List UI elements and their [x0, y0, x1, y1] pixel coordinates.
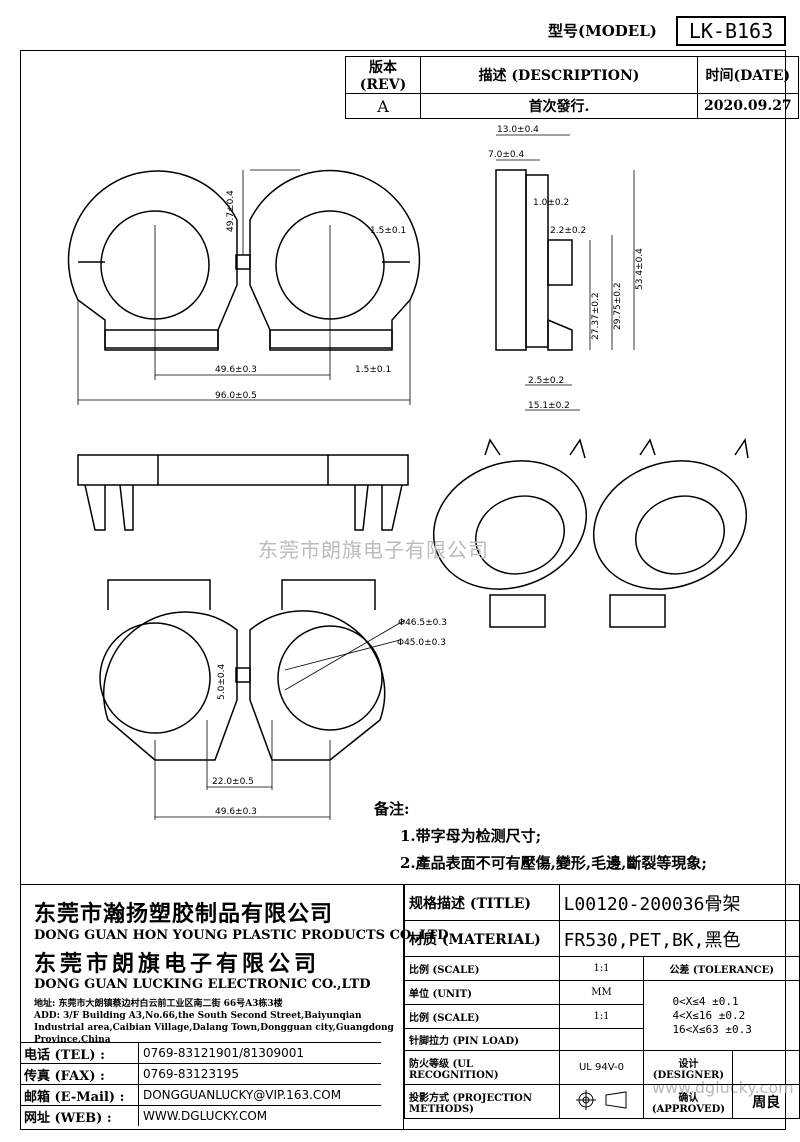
ul-value: UL 94V-0 [558, 1050, 645, 1085]
dim-22: 22.0±0.5 [212, 777, 254, 787]
side-view [495, 169, 573, 351]
revision-table: 版本(REV) 描述 (DESCRIPTION) 时间(DATE) A 首次發行… [345, 56, 799, 119]
dim-1-5-a: 1.5±0.1 [370, 226, 406, 236]
dim-96: 96.0±0.5 [215, 391, 257, 401]
material-label: 材质 (MATERIAL) [404, 920, 560, 957]
ul-label: 防火等级 (UL RECOGNITION) [404, 1050, 560, 1085]
approved-label: 确认 (APPROVED) [643, 1084, 734, 1119]
date-value: 2020.09.27 [697, 93, 799, 119]
notes-title: 备注: [374, 800, 410, 818]
email-value: DONGGUANLUCKY@VIP.163.COM [138, 1084, 381, 1106]
tel-value: 0769-83121901/81309001 [138, 1042, 381, 1064]
dim-7: 7.0±0.4 [488, 150, 524, 160]
dim-13: 13.0±0.4 [497, 125, 539, 135]
tolerance-row-2: 4<X≤16 ±0.2 [672, 1008, 746, 1022]
projection-label: 投影方式 (PROJECTION METHODS) [404, 1084, 560, 1119]
title-label: 规格描述 (TITLE) [404, 884, 560, 921]
model-label: 型号(MODEL) [548, 22, 657, 40]
note-1: 1.带字母为检测尺寸; [400, 827, 542, 845]
dim-phi-46-5: Φ46.5±0.3 [398, 618, 447, 628]
approved-value: 周良 [732, 1084, 800, 1119]
contact-table: 电话 (TEL) :0769-83121901/81309001 传真 (FAX… [20, 1042, 381, 1126]
iso-view [432, 438, 749, 628]
unit-label: 单位 (UNIT) [404, 980, 560, 1005]
tolerance-label: 公差 (TOLERANCE) [643, 956, 800, 981]
dim-2-2: 2.2±0.2 [550, 226, 586, 236]
notes: 备注: 1.带字母为检测尺寸; 2.產品表面不可有壓傷,變形,毛邊,斷裂等現象; [374, 796, 707, 877]
front-view [77, 454, 409, 531]
model-value: LK-B163 [676, 16, 786, 46]
tolerance-row-1: 0<X≤4 ±0.1 [672, 994, 739, 1008]
top-view [67, 169, 421, 351]
unit-value: MM [558, 980, 645, 1005]
description-value: 首次發行. [420, 93, 698, 119]
bottom-view-dimensions [154, 619, 406, 820]
bottom-view [99, 579, 386, 761]
pin-load-label: 针脚拉力 (PIN LOAD) [404, 1028, 560, 1051]
watermark: 东莞市朗旗电子有限公司 [258, 538, 489, 562]
company-name-1: 东莞市瀚扬塑胶制品有限公司 [34, 901, 334, 927]
material-value: FR530,PET,BK,黑色 [558, 920, 800, 957]
top-view-dimensions [77, 169, 411, 405]
dim-phi-45: Φ45.0±0.3 [397, 638, 446, 648]
company-block [20, 884, 404, 1130]
fax-value: 0769-83123195 [138, 1063, 381, 1085]
title-value: L00120-200036骨架 [558, 884, 800, 921]
side-view-dimensions [496, 134, 635, 411]
projection-symbol-icon [575, 1090, 626, 1110]
company-name-1-en: DONG GUAN HON YOUNG PLASTIC PRODUCTS CO.… [34, 928, 449, 943]
fax-label: 传真 (FAX) : [20, 1063, 139, 1085]
tolerance-values: 0<X≤4 ±0.1 4<X≤16 ±0.2 16<X≤63 ±0.3 [643, 980, 800, 1051]
dim-49-7: 49.7±0.4 [226, 190, 236, 232]
projection-symbol [558, 1084, 645, 1119]
tolerance-row-3: 16<X≤63 ±0.3 [672, 1022, 752, 1036]
dim-27-37: 27.37±0.2 [591, 292, 601, 340]
scale2-label: 比例 (SCALE) [404, 1004, 560, 1029]
web-value: WWW.DGLUCKY.COM [138, 1105, 381, 1126]
dim-53-4: 53.4±0.4 [635, 248, 645, 290]
designer-value [732, 1050, 800, 1085]
dim-1-0: 1.0±0.2 [533, 198, 569, 208]
rev-header: 版本(REV) [345, 56, 421, 94]
dim-1-5-b: 1.5±0.1 [355, 365, 391, 375]
dim-49-6-bottom: 49.6±0.3 [215, 807, 257, 817]
dim-49-6: 49.6±0.3 [215, 365, 257, 375]
web-label: 网址 (WEB) : [20, 1105, 139, 1126]
company-address: 地址: 东莞市大朗镇蔡边村白云前工业区南二街 66号A3栋3楼 ADD: 3/F… [34, 998, 394, 1046]
scale-value: 1:1 [558, 956, 645, 981]
address-cn: 地址: 东莞市大朗镇蔡边村白云前工业区南二街 66号A3栋3楼 [34, 999, 283, 1009]
description-header: 描述 (DESCRIPTION) [420, 56, 698, 94]
dim-2-5: 2.5±0.2 [528, 376, 564, 386]
scale-label: 比例 (SCALE) [404, 956, 560, 981]
tel-label: 电话 (TEL) : [20, 1042, 139, 1064]
email-label: 邮箱 (E-Mail) : [20, 1084, 139, 1106]
address-en: ADD: 3/F Building A3,No.66,the South Sec… [34, 1011, 394, 1045]
designer-label: 设计 (DESIGNER) [643, 1050, 734, 1085]
company-name-2: 东莞市朗旗电子有限公司 [34, 951, 321, 977]
scale2-value: 1:1 [558, 1004, 645, 1029]
company-name-2-en: DONG GUAN LUCKING ELECTRONIC CO.,LTD [34, 977, 371, 992]
dim-29-75: 29.75±0.2 [613, 282, 623, 330]
spec-table: 规格描述 (TITLE) L00120-200036骨架 材质 (MATERIA… [404, 884, 800, 1119]
note-2: 2.產品表面不可有壓傷,變形,毛邊,斷裂等現象; [400, 854, 707, 872]
dim-15-1: 15.1±0.2 [528, 401, 570, 411]
pin-load-value [558, 1028, 645, 1051]
dim-5-0: 5.0±0.4 [217, 664, 227, 700]
technical-drawing: 49.7±0.4 1.5±0.1 49.6±0.3 1.5±0.1 96.0±0… [67, 125, 749, 820]
rev-value: A [345, 93, 421, 119]
